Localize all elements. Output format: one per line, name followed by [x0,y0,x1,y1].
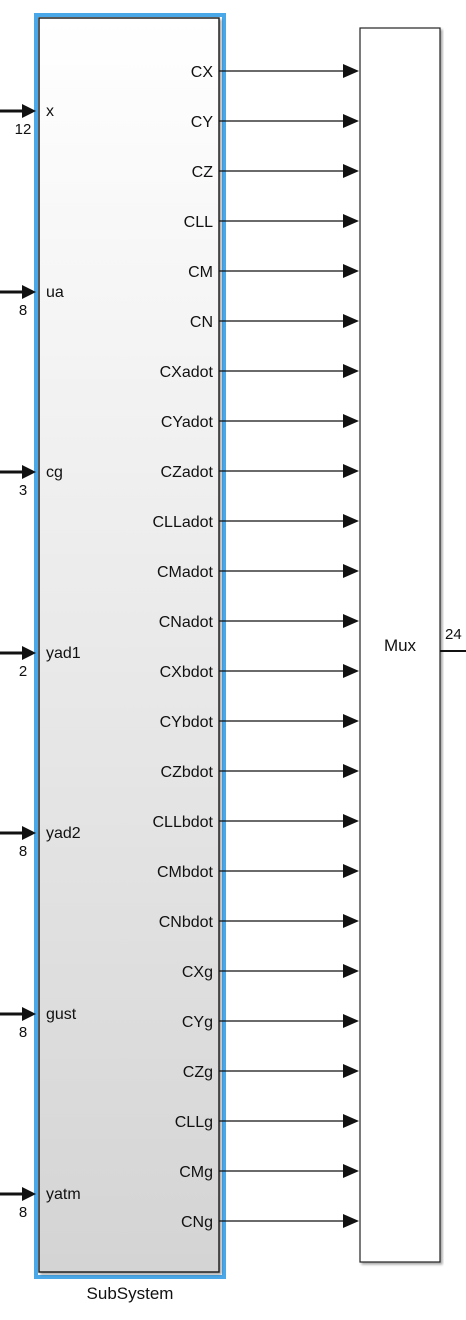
outport-label-cxbdot: CXbdot [160,664,214,681]
mux-label: Mux [384,636,417,655]
inport-label-gust: gust [46,1006,77,1023]
subsystem-output-ports: CX CY CZ CLL CM CN CXadotCYadotCZadotCLLadotCM… [153,64,214,1231]
output-arrow-cyg [343,1014,359,1028]
output-arrow-cy [343,114,359,128]
subsystem-name: SubSystem [87,1284,174,1303]
output-arrow-cxbdot [343,664,359,678]
input-width-yatm: 8 [19,1204,27,1221]
outport-label-cllbdot: CLLbdot [153,814,214,831]
input-width-yad1: 2 [19,663,27,680]
input-width-gust: 8 [19,1024,27,1041]
output-arrow-cllg [343,1114,359,1128]
input-arrow-cg [22,465,36,479]
input-width-yad2: 8 [19,843,27,860]
output-arrow-cng [343,1214,359,1228]
output-arrow-cmbdot [343,864,359,878]
outport-label-cyg: CYg [182,1014,213,1031]
output-arrow-cmg [343,1164,359,1178]
outport-label-cll: CLL [184,214,213,231]
input-arrow-ua [22,285,36,299]
output-arrow-cxg [343,964,359,978]
outport-label-cmbdot: CMbdot [157,864,214,881]
input-arrow-gust [22,1007,36,1021]
outport-label-cz: CZ [192,164,214,181]
subsystem-input-ports: x ua cg yad1 yad2 gust yatm [46,103,81,1203]
output-signal-lines [219,64,359,1228]
outport-label-cybdot: CYbdot [160,714,214,731]
output-arrow-cmadot [343,564,359,578]
input-arrow-yad2 [22,826,36,840]
output-arrow-cll [343,214,359,228]
outport-label-clladot: CLLadot [153,514,214,531]
mux-output-signal: 24 [440,626,466,652]
input-arrow-x [22,104,36,118]
mux-body[interactable] [359,27,441,1263]
output-arrow-clladot [343,514,359,528]
outport-label-cxadot: CXadot [160,364,214,381]
input-width-cg: 3 [19,482,27,499]
output-arrow-cz [343,164,359,178]
outport-label-cmadot: CMadot [157,564,214,581]
outport-label-cm: CM [188,264,213,281]
inport-label-ua: ua [46,284,64,301]
output-arrow-czbdot [343,764,359,778]
outport-label-cxg: CXg [182,964,213,981]
outport-label-cmg: CMg [179,1164,213,1181]
subsystem-body[interactable] [38,17,220,1273]
output-arrow-cn [343,314,359,328]
input-width-x: 12 [15,121,32,138]
outport-label-czg: CZg [183,1064,213,1081]
outport-label-cnadot: CNadot [159,614,214,631]
input-arrow-yad1 [22,646,36,660]
output-arrow-cm [343,264,359,278]
output-arrow-cybdot [343,714,359,728]
output-arrow-cllbdot [343,814,359,828]
outport-label-cnbdot: CNbdot [159,914,214,931]
subsystem-selection-border [34,13,226,1279]
input-signal-lines: 12 8 3 2 8 8 8 [0,104,36,1221]
outport-label-cy: CY [191,114,214,131]
output-arrow-cnadot [343,614,359,628]
output-arrow-cx [343,64,359,78]
outport-label-cllg: CLLg [175,1114,213,1131]
input-arrow-yatm [22,1187,36,1201]
output-arrow-cnbdot [343,914,359,928]
inport-label-yatm: yatm [46,1186,81,1203]
outport-label-czadot: CZadot [161,464,214,481]
outport-label-cyadot: CYadot [161,414,214,431]
output-arrow-czadot [343,464,359,478]
output-arrow-cyadot [343,414,359,428]
inport-label-x: x [46,103,54,120]
outport-label-czbdot: CZbdot [161,764,214,781]
inport-label-yad2: yad2 [46,825,81,842]
outport-label-cng: CNg [181,1214,213,1231]
inport-label-yad1: yad1 [46,645,81,662]
mux-output-width: 24 [445,626,462,643]
mux-block[interactable]: Mux [359,27,441,1263]
outport-label-cn: CN [190,314,213,331]
output-arrow-czg [343,1064,359,1078]
inport-label-cg: cg [46,464,63,481]
subsystem-block[interactable]: x ua cg yad1 yad2 gust yatm CX CY CZ CLL CM CN CXado… [34,13,226,1303]
output-arrow-cxadot [343,364,359,378]
outport-label-cx: CX [191,64,214,81]
input-width-ua: 8 [19,302,27,319]
